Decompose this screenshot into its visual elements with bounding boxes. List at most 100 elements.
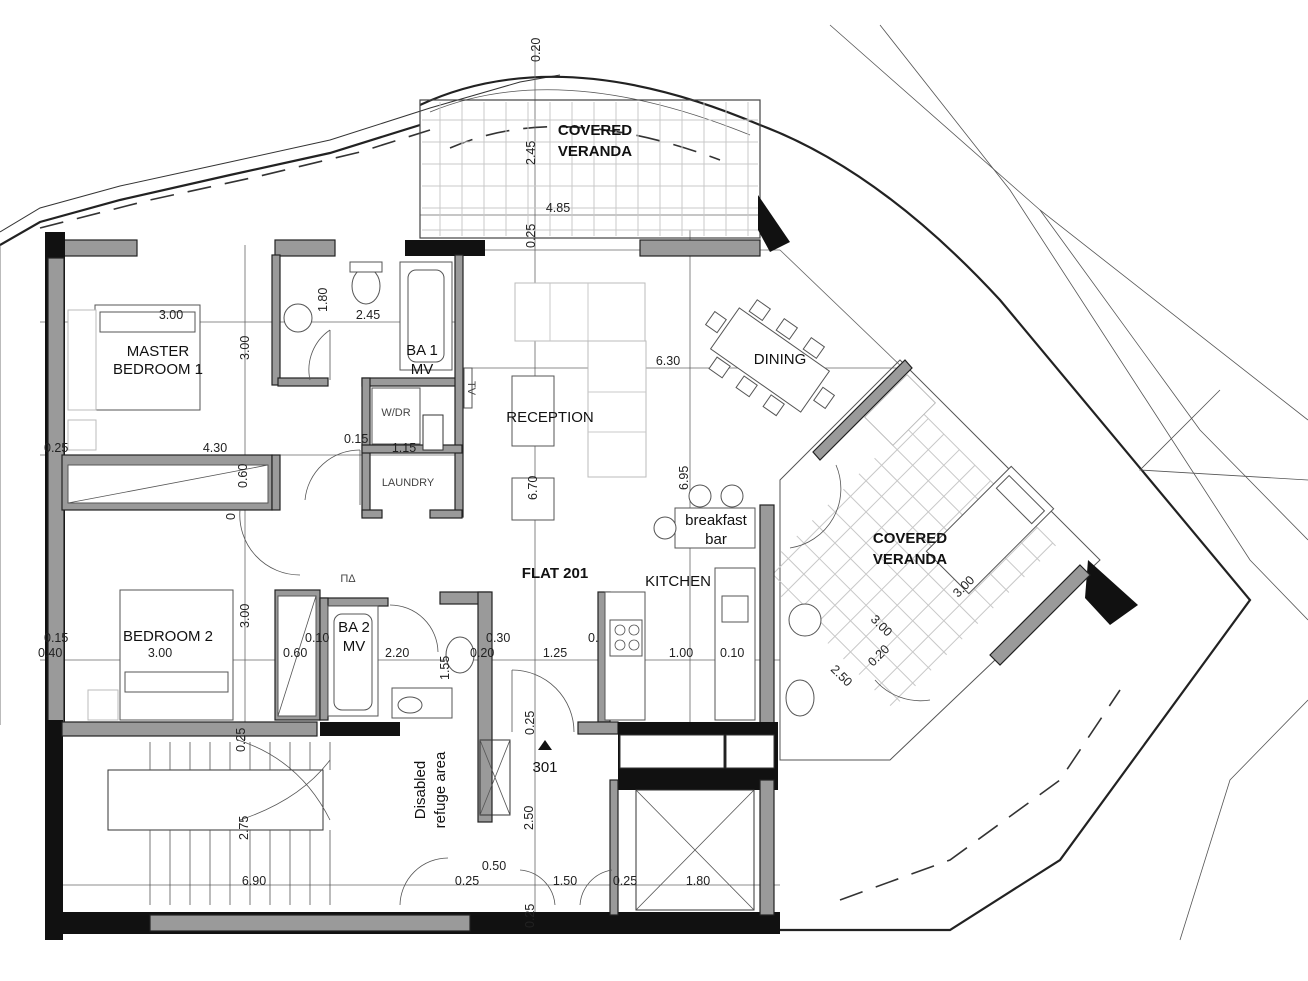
plot-line-far-right (879, 24, 1308, 621)
furniture (67, 261, 1055, 721)
grid-line (811, 464, 976, 629)
dim-ba2-60: 0.60 (283, 646, 307, 660)
veranda-dashed-arc (449, 125, 721, 161)
laundry-label: LAUNDRY (382, 477, 435, 489)
dim-stair-top: 0.25 (234, 728, 248, 752)
veranda-top-line1: COVERED (558, 122, 632, 139)
wdr-label: W/DR (381, 407, 410, 419)
dim-stair-690: 6.90 (242, 874, 266, 888)
tv-label: TV (465, 381, 477, 396)
master-bedroom-line2: BEDROOM 1 (113, 361, 203, 378)
dim-lower-025: 0.25 (523, 711, 537, 735)
grid-line (827, 480, 991, 644)
veranda-curve (419, 75, 761, 127)
plot-line-far-right-2 (829, 24, 1308, 421)
dim-stair-155: 1.55 (438, 656, 452, 680)
ba2-line1: BA 2 (338, 619, 370, 636)
dim-125: 1.25 (543, 646, 567, 660)
breakfast-bar (674, 507, 756, 549)
dim-bed2-h: 3.00 (238, 604, 252, 628)
dim-stair-275: 2.75 (237, 816, 251, 840)
dim-lower-050: 0.50 (482, 859, 506, 873)
dim-left-top-25: 0.25 (44, 441, 68, 455)
master-bedroom-line1: MASTER (127, 343, 190, 360)
dim-living-w: 6.30 (656, 354, 680, 368)
breakfast-bar-line2: bar (705, 531, 727, 548)
dim-lower-025c: 0.25 (613, 874, 637, 888)
dimension-labels: 0.20 2.45 4.85 0.25 3.00 3.00 2.45 1.80 … (38, 38, 977, 928)
dining-table (704, 299, 836, 417)
breakfast-bar-line1: breakfast (685, 512, 748, 529)
dim-100: 1.00 (669, 646, 693, 660)
setback-line-upper (39, 129, 431, 229)
dim-0: 0. (588, 631, 598, 645)
dim-corridor-w: 4.30 (203, 441, 227, 455)
veranda-right-line2: VERANDA (873, 551, 947, 568)
veranda-right-line1: COVERED (873, 530, 947, 547)
plot-line-far-right-4 (1139, 389, 1308, 481)
setback-line-right (839, 689, 1121, 901)
plot-line-upper (0, 74, 561, 233)
ba1-line2: MV (411, 361, 434, 378)
grid-line (874, 527, 1038, 691)
dim-v-60: 0.60 (236, 464, 250, 488)
plot-line-far-right-3 (1039, 209, 1308, 541)
pd-label: ΠΔ (340, 573, 356, 585)
ba1-line1: BA 1 (406, 342, 438, 359)
dim-breakfast-h2: 6.70 (526, 476, 540, 500)
staircase (107, 739, 331, 905)
dim-top-edge: 0.20 (529, 38, 543, 62)
grid-line (765, 418, 929, 582)
dim-master-h: 3.00 (238, 336, 252, 360)
dim-bed2-w: 3.00 (148, 646, 172, 660)
grid-line (796, 449, 960, 613)
dim-030: 0.30 (486, 631, 510, 645)
bedroom-2-label: BEDROOM 2 (123, 628, 213, 645)
dim-ba1-h: 1.80 (316, 288, 330, 312)
dim-ba2-10: 0.10 (305, 631, 329, 645)
dim-corridor-15: 0.15 (344, 432, 368, 446)
room-labels: COVERED VERANDA COVERED VERANDA MASTER B… (113, 122, 947, 828)
dim-veranda-top-w: 4.85 (546, 201, 570, 215)
bed-2 (119, 589, 234, 721)
dim-bottom-025: 0.25 (523, 904, 537, 928)
veranda-top-line2: VERANDA (558, 143, 632, 160)
dim-ba1-w: 2.45 (356, 308, 380, 322)
wc-2 (445, 636, 475, 674)
dim-lower-180: 1.80 (686, 874, 710, 888)
dim-lower-150: 1.50 (553, 874, 577, 888)
grid-line (780, 433, 945, 598)
dim-veranda-top-h: 2.45 (524, 141, 538, 165)
veranda-top-tiles (419, 99, 761, 239)
dining-label: DINING (754, 351, 807, 368)
dim-breakfast-h: 6.95 (677, 466, 691, 490)
dim-top-25: 0.25 (524, 224, 538, 248)
grid-line (889, 542, 1054, 707)
dim-master-w: 3.00 (159, 308, 183, 322)
dim-left-40: 0.40 (38, 646, 62, 660)
refuge-column (479, 739, 511, 816)
dim-lower-250: 2.50 (522, 806, 536, 830)
dim-020: 0.20 (470, 646, 494, 660)
side-table (511, 477, 555, 521)
wc-1 (351, 267, 381, 305)
grid-line (765, 566, 901, 702)
unit-number: 301 (532, 759, 557, 776)
dim-lower-025b: 0.25 (455, 874, 479, 888)
dim-veranda-r-20: 0.20 (865, 642, 892, 669)
plot-boundary (0, 24, 1308, 941)
dim-v-0: 0 (224, 513, 238, 520)
dim-laundry-w: 1.15 (392, 441, 416, 455)
lift-shaft (635, 789, 755, 911)
refuge-line2: refuge area (432, 751, 449, 828)
kitchen-label: KITCHEN (645, 573, 711, 590)
plot-line-right (759, 123, 1252, 932)
dim-ba2-220: 2.20 (385, 646, 409, 660)
dim-left-15: 0.15 (44, 631, 68, 645)
reception-label: RECEPTION (506, 409, 594, 426)
dim-veranda-r-300a: 3.00 (868, 612, 895, 639)
sofa (514, 282, 647, 478)
flat-label: FLAT 201 (522, 565, 588, 582)
coffee-table (511, 375, 555, 447)
